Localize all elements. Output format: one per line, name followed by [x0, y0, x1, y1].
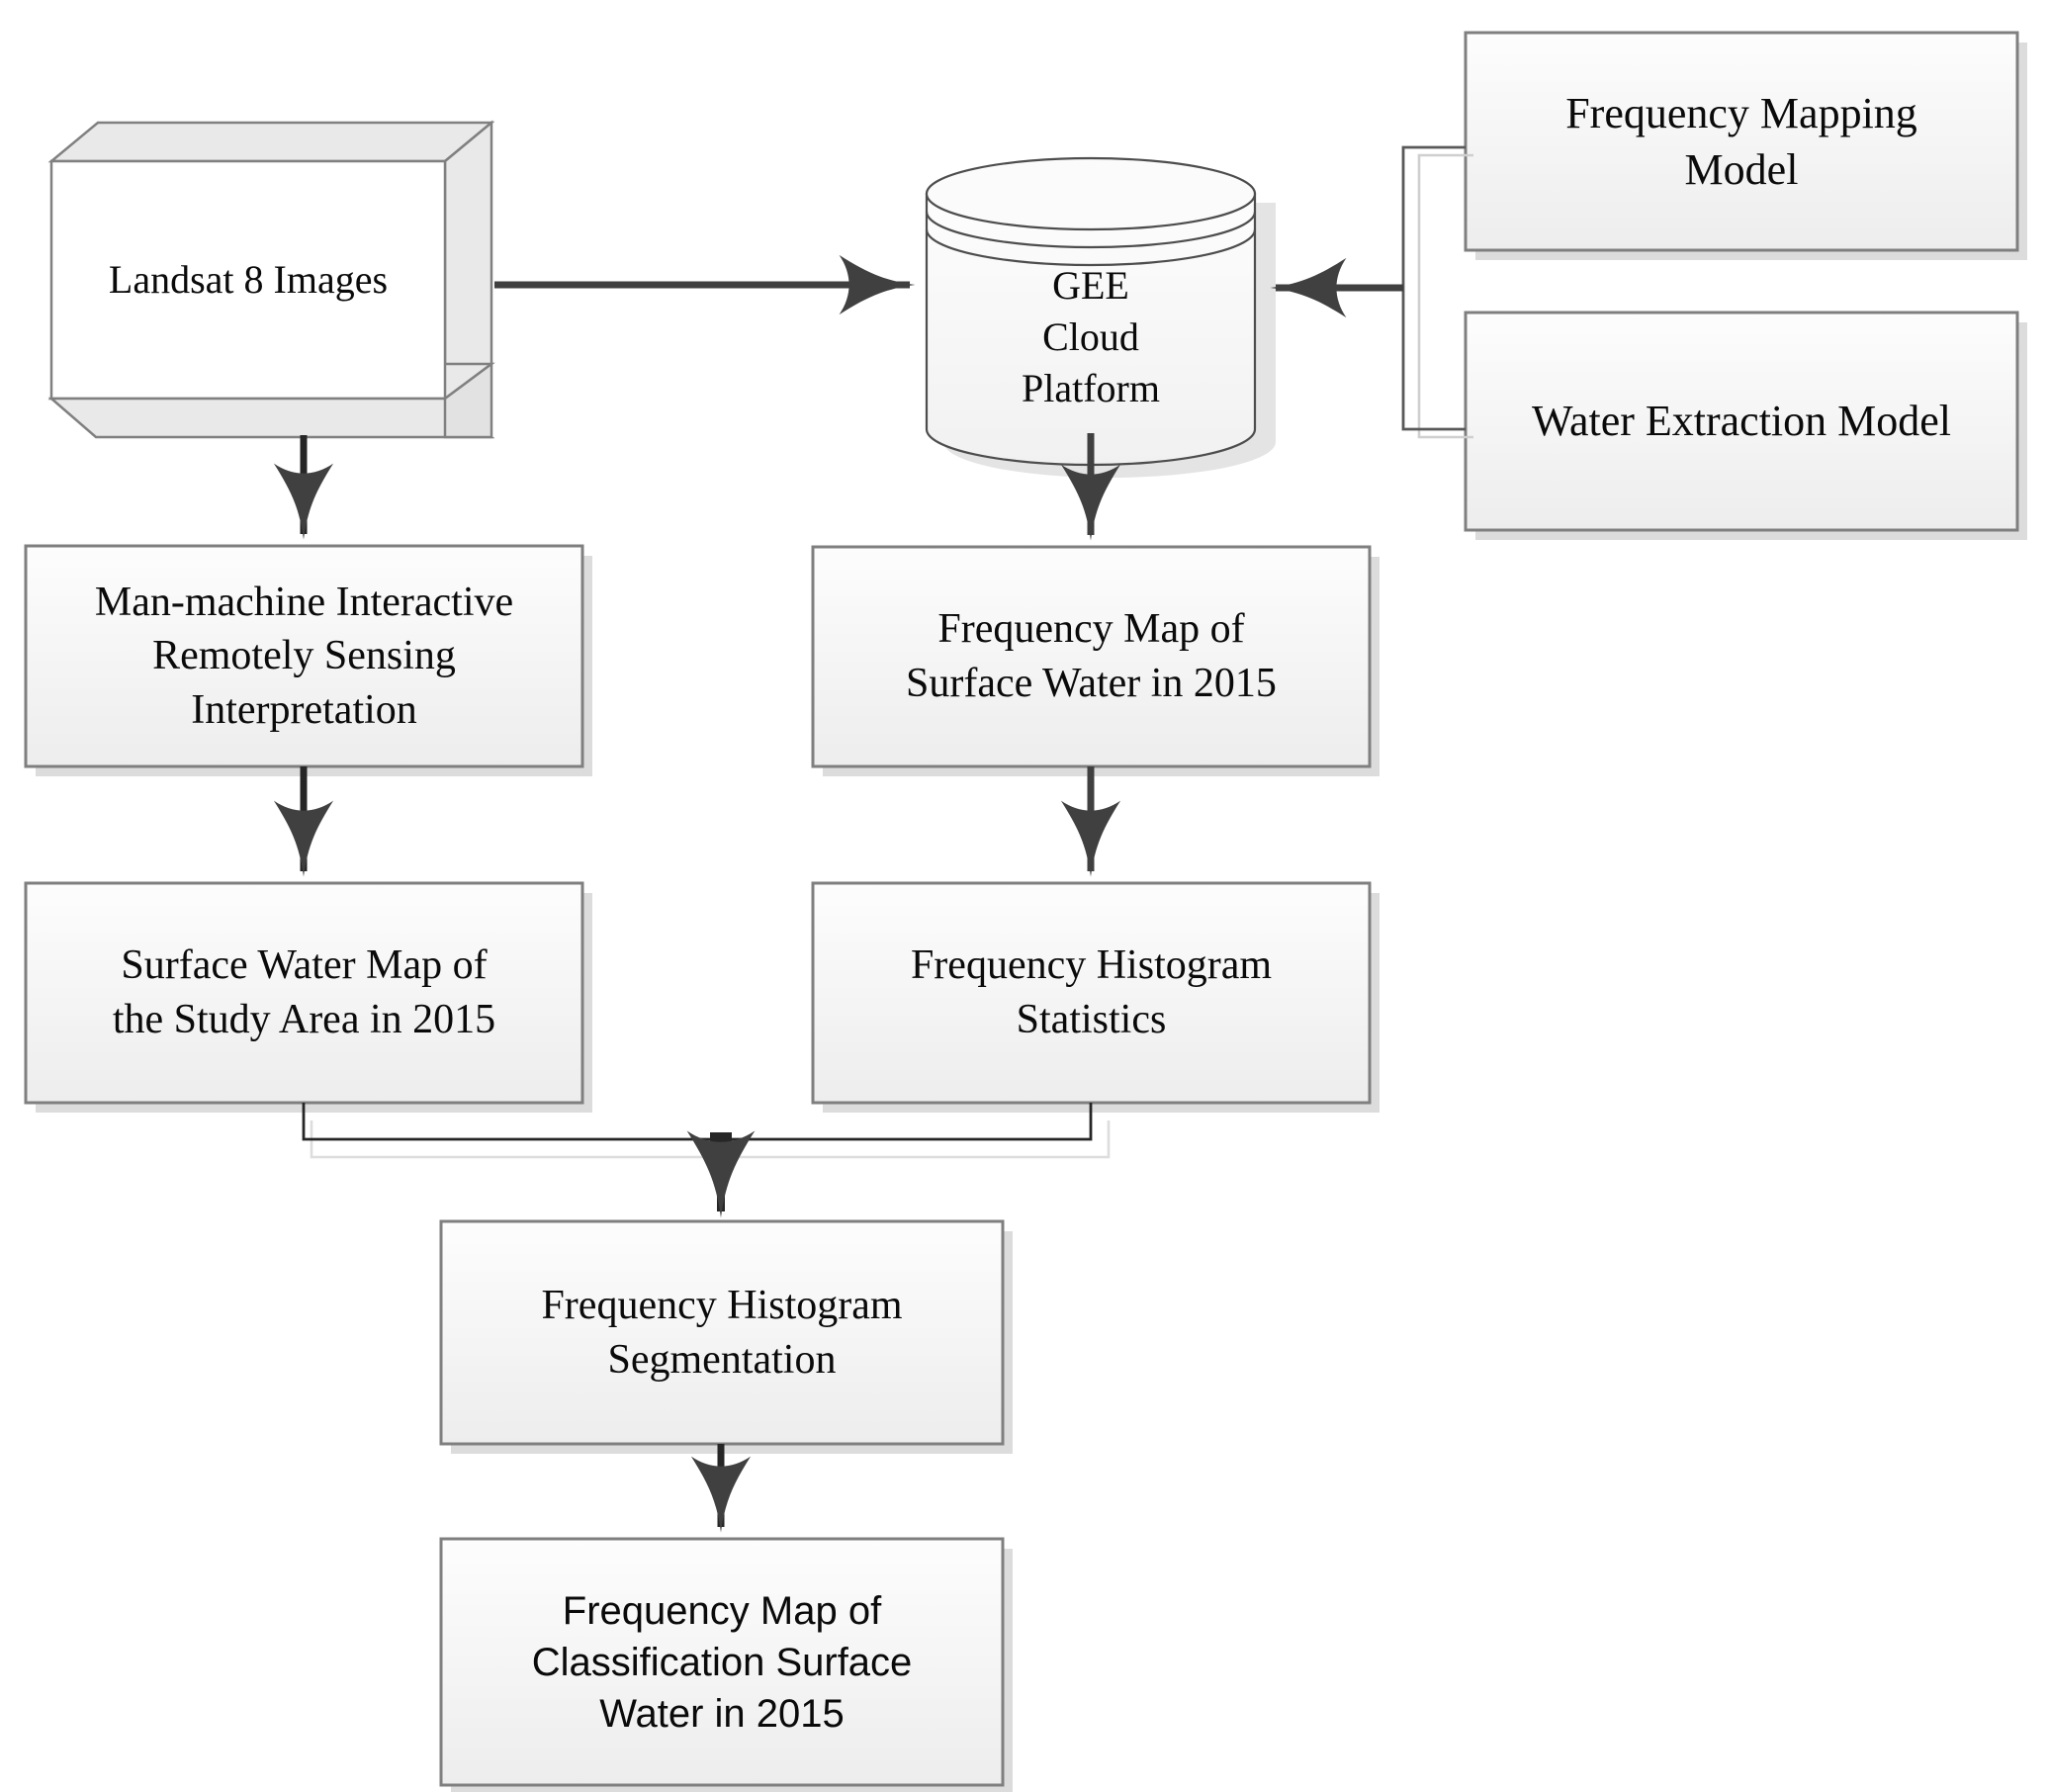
- edge-models-to-gee: [1270, 145, 1473, 439]
- node-gee-cloud-platform[interactable]: [925, 156, 1276, 478]
- node-frequency-histogram-segmentation[interactable]: [439, 1219, 1005, 1446]
- node-man-machine-interpretation[interactable]: [24, 544, 584, 768]
- node-landsat-8-images[interactable]: [47, 120, 495, 439]
- node-frequency-mapping-model[interactable]: [1464, 31, 2019, 252]
- node-surface-water-map[interactable]: [24, 881, 584, 1105]
- node-water-extraction-model[interactable]: [1464, 311, 2019, 532]
- edge-merge-to-segmentation: [302, 1103, 1111, 1218]
- node-frequency-map-2015[interactable]: [811, 545, 1372, 768]
- node-frequency-histogram-statistics[interactable]: [811, 881, 1372, 1105]
- node-frequency-map-classification[interactable]: [439, 1537, 1005, 1787]
